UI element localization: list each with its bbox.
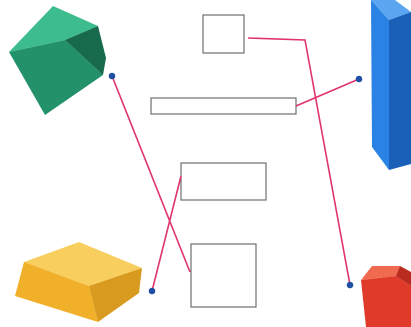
answer-box-long[interactable] [150,97,297,115]
blue-prism-left-face [371,0,389,170]
yellow-slab-side-face [89,268,142,322]
connector-line-middle-to-yellow [151,175,182,292]
green-cube-solid [9,6,106,115]
blue-prism-top-face [371,0,411,20]
connector-line-long-to-blue [295,78,360,107]
connector-dot-green[interactable] [108,72,116,80]
yellow-slab-front-face [15,262,98,322]
connector-dot-blue[interactable] [355,75,363,83]
answer-box-top[interactable] [202,14,245,54]
blue-prism-front-face [389,12,411,170]
connector-line-bottom-to-green [111,75,191,273]
green-cube-side-face [65,26,106,75]
connector-dot-yellow[interactable] [148,287,156,295]
red-cube-solid [361,266,411,327]
red-cube-front-face [361,276,411,327]
green-cube-front-face [9,40,103,115]
blue-prism-solid [371,0,411,170]
red-cube-top-face [361,266,400,280]
red-cube-side-face [396,266,411,286]
yellow-slab-top-face [24,242,142,286]
connector-dot-red[interactable] [346,281,354,289]
answer-box-middle[interactable] [180,162,267,201]
yellow-slab-solid [15,242,142,322]
connector-line-top-to-red [247,37,351,286]
green-cube-top-face [9,6,98,52]
answer-box-bottom[interactable] [190,243,257,308]
